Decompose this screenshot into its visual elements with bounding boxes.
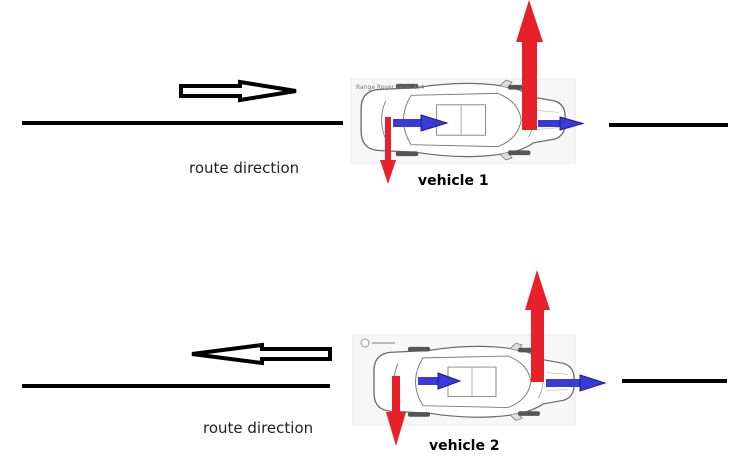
vehicle-2-red-arrow-down-icon: [386, 376, 406, 446]
vehicle-2-blue-arrow-rear-icon: [418, 372, 462, 390]
vehicle-1-label: vehicle 1: [418, 173, 489, 189]
vehicle-2-label: vehicle 2: [429, 438, 500, 454]
vehicle-1-red-arrow-up-icon: [516, 0, 543, 130]
route-arrow-left-icon: [191, 342, 332, 366]
scene-1: [22, 0, 728, 184]
route-direction-label-1: route direction: [189, 159, 300, 177]
brand-logo-icon: [360, 338, 370, 348]
vehicle-1-red-arrow-down-icon: [380, 117, 396, 184]
route-direction-label-2: route direction: [203, 419, 314, 437]
vehicle-1-blue-arrow-rear-icon: [393, 114, 449, 132]
vehicle-2-blue-arrow-front-icon: [546, 374, 607, 392]
vehicle-2-red-arrow-up-icon: [525, 270, 550, 382]
vehicle-1-blue-arrow-front-icon: [538, 116, 585, 131]
photo-caption-1: Range Rover Velar 4x4: [356, 84, 425, 91]
scene-2: [22, 270, 727, 446]
route-arrow-right-icon: [179, 79, 297, 103]
